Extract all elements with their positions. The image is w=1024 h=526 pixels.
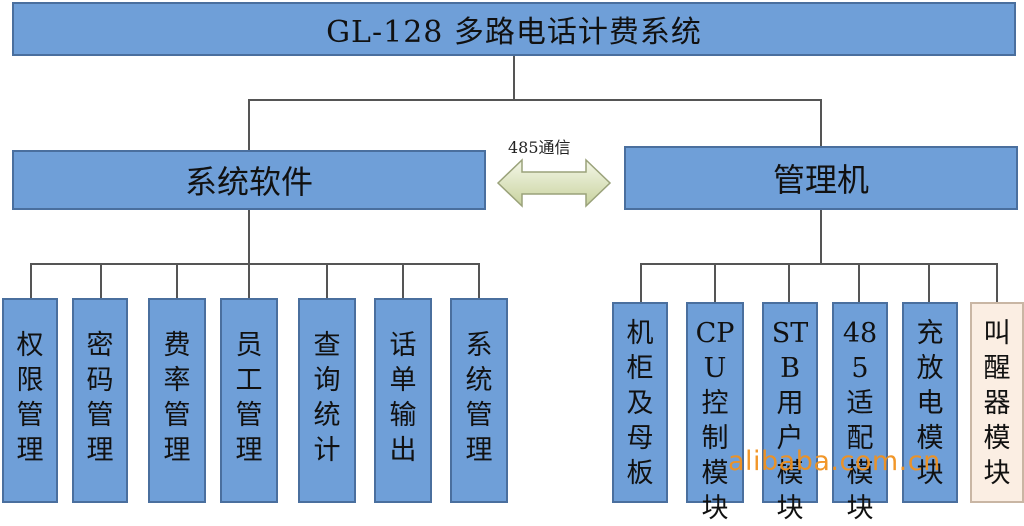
link-label: 485通信 [508,138,571,157]
software-item-system: 系统管理 [450,298,508,503]
leaf-stem [714,263,716,303]
software-item-rate: 费率管理 [148,298,206,503]
system-title: GL-128 多路电话计费系统 [326,15,702,50]
bidirectional-arrow-icon [496,158,612,208]
software-item-permission: 权限管理 [2,298,58,503]
leaf-label: 权限管理 [16,330,44,466]
leaf-stem [30,263,32,299]
leaf-label: 员工管理 [235,330,263,466]
leaf-stem [326,263,328,299]
leaf-stem [100,263,102,299]
leaf-label: 密码管理 [86,330,114,466]
leaf-label: 话单输出 [389,330,417,466]
leaf-stem [928,263,930,303]
manager-item-wakeup: 叫醒器模块 [970,302,1024,503]
software-label: 系统软件 [184,163,313,201]
leaf-label: 费率管理 [163,330,191,466]
leaf-stem [402,263,404,299]
manager-item-485: 485适配模块 [832,302,888,524]
leaf-stem [478,263,480,299]
manager-item-stb: STB用户模块 [762,302,818,524]
connector-manager-horizontal [640,263,998,265]
leaf-label: CPU控制模块 [695,318,735,524]
watermark: alibaba.com.cn [728,446,941,477]
manager-box: 管理机 [624,146,1018,210]
manager-item-cabinet: 机柜及母板 [612,302,668,503]
connector-to-software [248,99,250,151]
connector-top-horizontal [248,99,822,101]
software-box: 系统软件 [12,150,486,210]
leaf-label: 叫醒器模块 [983,318,1011,489]
connector-to-manager [820,99,822,147]
software-item-staff: 员工管理 [220,298,278,503]
manager-item-charge: 充放电模块 [902,302,958,503]
manager-label: 管理机 [772,161,869,199]
leaf-stem [248,263,250,299]
software-item-password: 密码管理 [72,298,128,503]
leaf-label: 查询统计 [313,330,341,466]
leaf-stem [858,263,860,303]
connector-software-horizontal [30,263,480,265]
leaf-label: 充放电模块 [916,318,944,489]
system-title-box: GL-128 多路电话计费系统 [12,2,1016,56]
connector-title-down [513,56,515,100]
connector-software-down [248,210,250,264]
leaf-stem [996,263,998,303]
connector-manager-down [820,210,822,264]
leaf-stem [640,263,642,303]
software-item-query: 查询统计 [298,298,356,503]
leaf-stem [176,263,178,299]
leaf-label: 机柜及母板 [626,318,654,489]
leaf-stem [788,263,790,303]
software-item-billing-output: 话单输出 [374,298,432,503]
leaf-label: 系统管理 [465,330,493,466]
manager-item-cpu: CPU控制模块 [686,302,744,524]
